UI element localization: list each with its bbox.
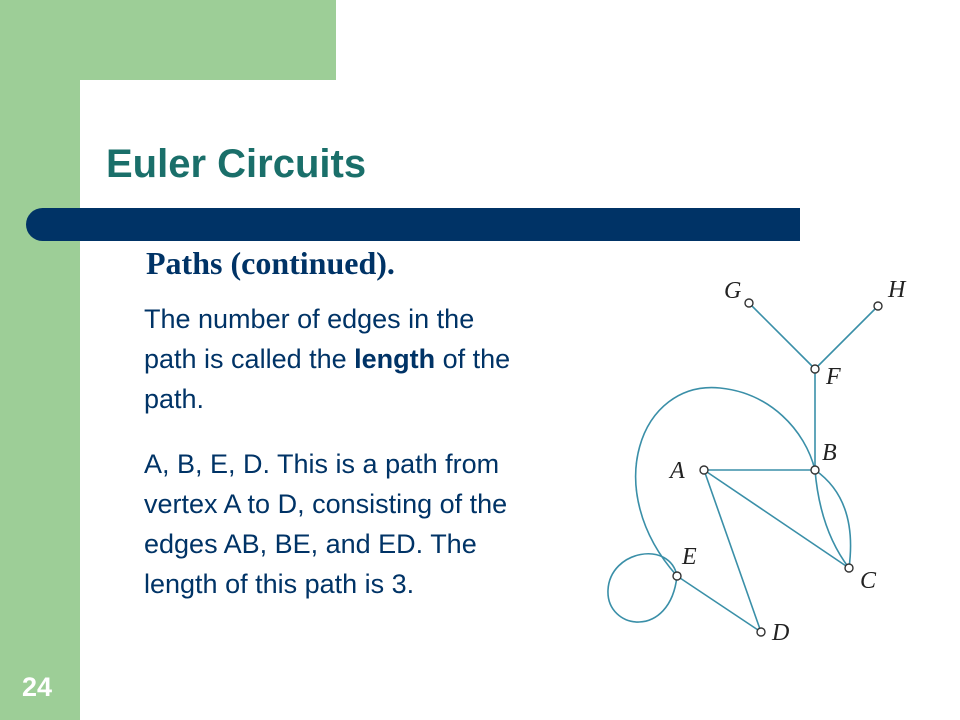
graph-diagram: G H F B A E C D bbox=[607, 277, 907, 646]
paragraph-example-path: A, B, E, D. This is a path from vertex A… bbox=[144, 449, 508, 599]
label-B: B bbox=[822, 440, 837, 466]
vertex-H bbox=[873, 301, 883, 311]
title-underline-bar bbox=[26, 208, 800, 241]
slide-subtitle: Paths (continued). bbox=[146, 245, 395, 281]
vertex-G bbox=[744, 298, 754, 308]
paragraph-text-before: The number of edges in the path is calle… bbox=[144, 304, 475, 374]
edge-E-loop bbox=[607, 553, 678, 623]
slide-title: Euler Circuits bbox=[106, 142, 367, 186]
paragraph-text-after: of the path. bbox=[144, 344, 511, 414]
edge-A-C bbox=[703, 469, 850, 569]
label-G: G bbox=[724, 278, 741, 304]
vertex-A bbox=[699, 465, 709, 475]
green-top-band bbox=[0, 0, 336, 80]
green-left-band bbox=[0, 80, 80, 720]
edge-E-B-arc bbox=[634, 386, 816, 577]
label-C: C bbox=[860, 568, 877, 594]
edge-H-F bbox=[814, 305, 879, 370]
edge-B-C-right bbox=[814, 469, 852, 569]
label-F: F bbox=[825, 364, 841, 390]
length-term: length bbox=[354, 344, 436, 374]
vertex-E bbox=[672, 571, 682, 581]
label-E: E bbox=[681, 544, 697, 570]
label-A: A bbox=[668, 458, 685, 484]
edge-E-D bbox=[676, 575, 762, 633]
label-H: H bbox=[887, 277, 907, 303]
vertex-F bbox=[810, 364, 820, 374]
paragraph-length-definition: The number of edges in the path is calle… bbox=[144, 299, 534, 419]
vertex-D bbox=[756, 627, 766, 637]
vertex-B bbox=[810, 465, 820, 475]
edge-B-C-left bbox=[814, 469, 850, 569]
edge-G-F bbox=[748, 302, 816, 370]
page-number: 24 bbox=[22, 672, 53, 702]
vertex-C bbox=[844, 563, 854, 573]
label-D: D bbox=[771, 620, 789, 646]
content-card bbox=[80, 80, 960, 720]
edge-A-D bbox=[703, 469, 762, 633]
